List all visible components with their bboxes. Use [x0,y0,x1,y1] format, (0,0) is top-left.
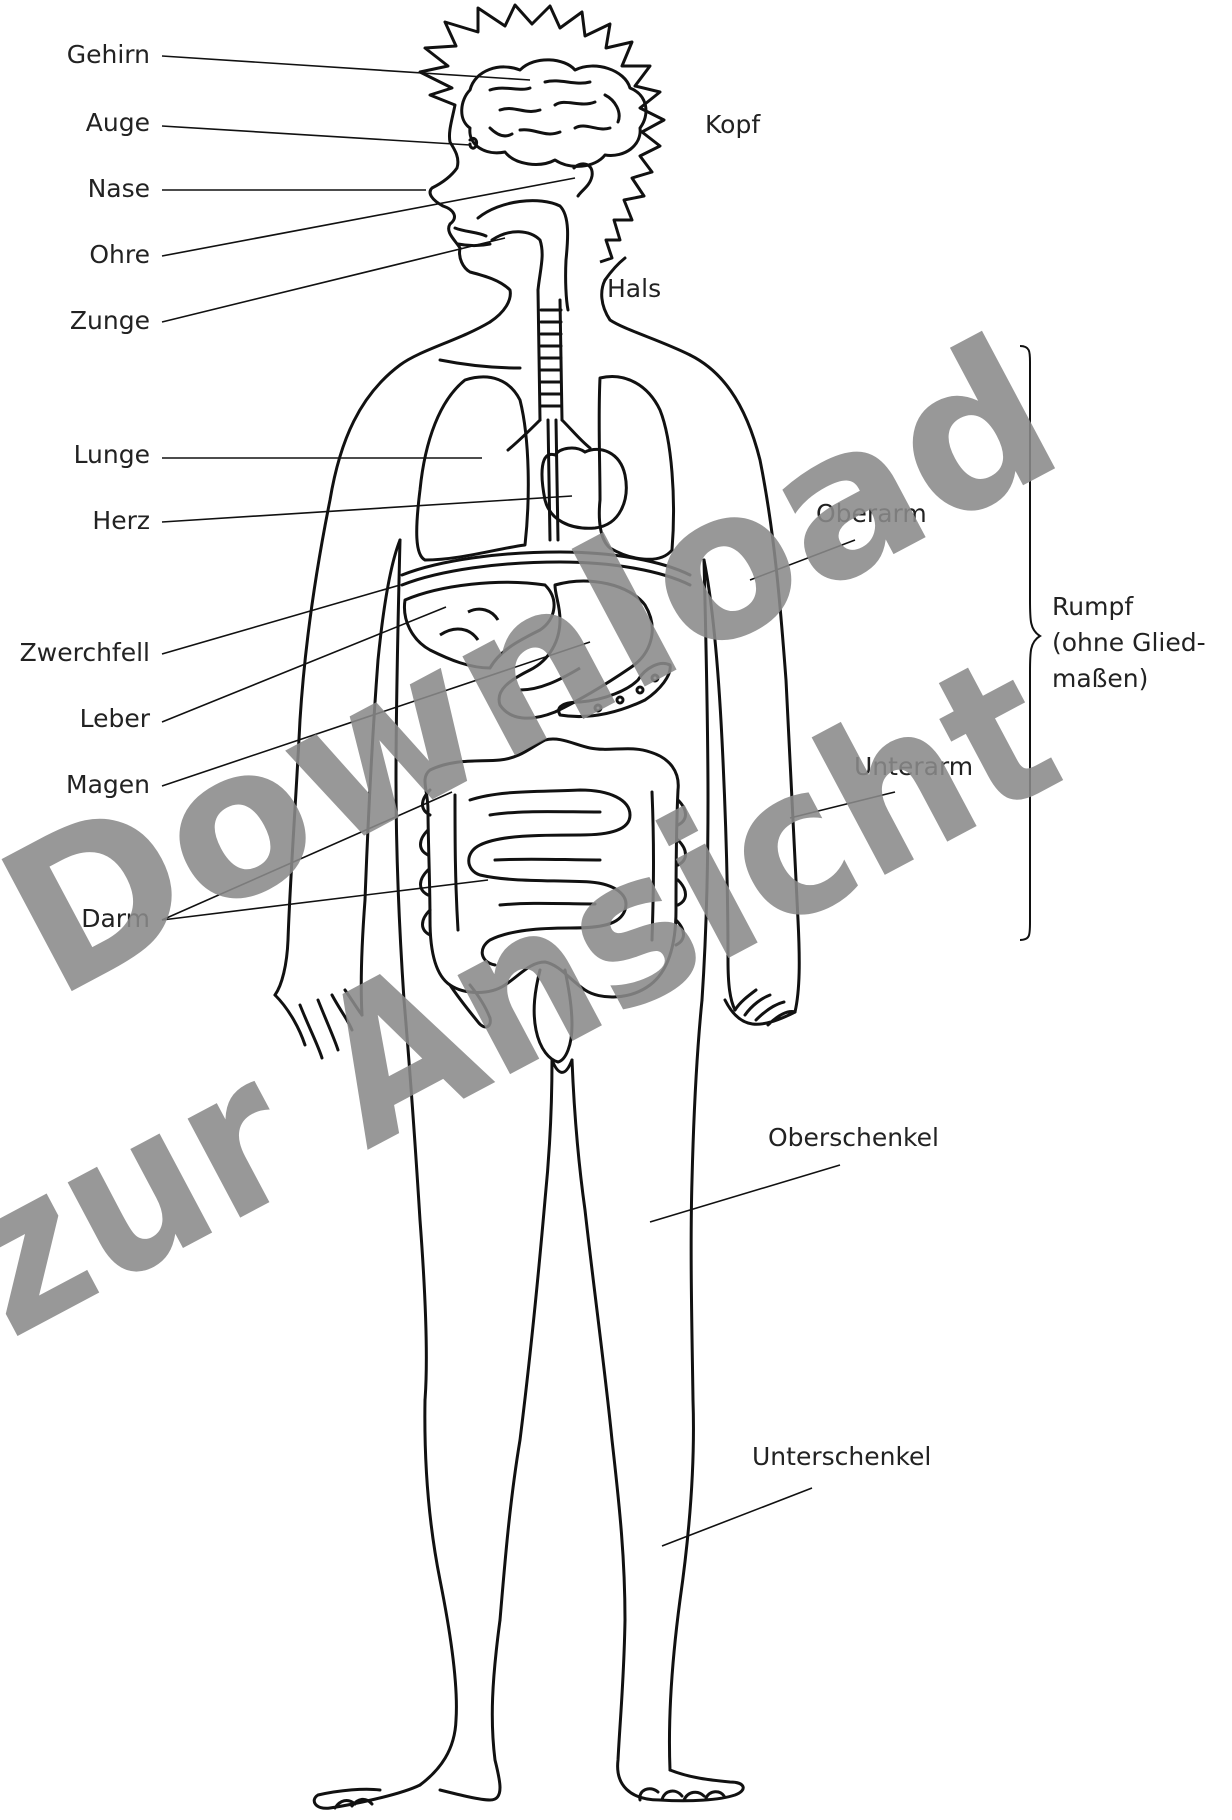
label-lunge: Lunge [74,440,150,469]
ear-shape [574,164,592,196]
left-lung [417,377,529,560]
label-unterschenkel: Unterschenkel [752,1442,931,1471]
face-details [455,138,592,245]
leader-herz [162,496,572,522]
leader-auge [162,126,470,145]
leader-unterschenkel [662,1488,812,1546]
label-zunge: Zunge [70,306,150,335]
leader-zunge [162,238,505,322]
label-rumpf-3: maßen) [1052,664,1148,693]
label-hals: Hals [607,274,661,303]
label-leber: Leber [80,704,151,733]
label-kopf: Kopf [705,110,761,139]
label-rumpf: Rumpf [1052,592,1134,621]
label-rumpf-2: (ohne Glied- [1052,628,1206,657]
label-nase: Nase [88,174,150,203]
brain [462,60,646,166]
label-zwerchfell: Zwerchfell [20,638,150,667]
label-herz: Herz [92,506,150,535]
trachea [478,201,590,540]
label-oberschenkel: Oberschenkel [768,1123,939,1152]
label-auge: Auge [86,108,150,137]
label-gehirn: Gehirn [67,40,150,69]
label-ohre: Ohre [89,240,150,269]
leader-oberschenkel [650,1165,840,1222]
leader-gehirn [162,56,530,80]
